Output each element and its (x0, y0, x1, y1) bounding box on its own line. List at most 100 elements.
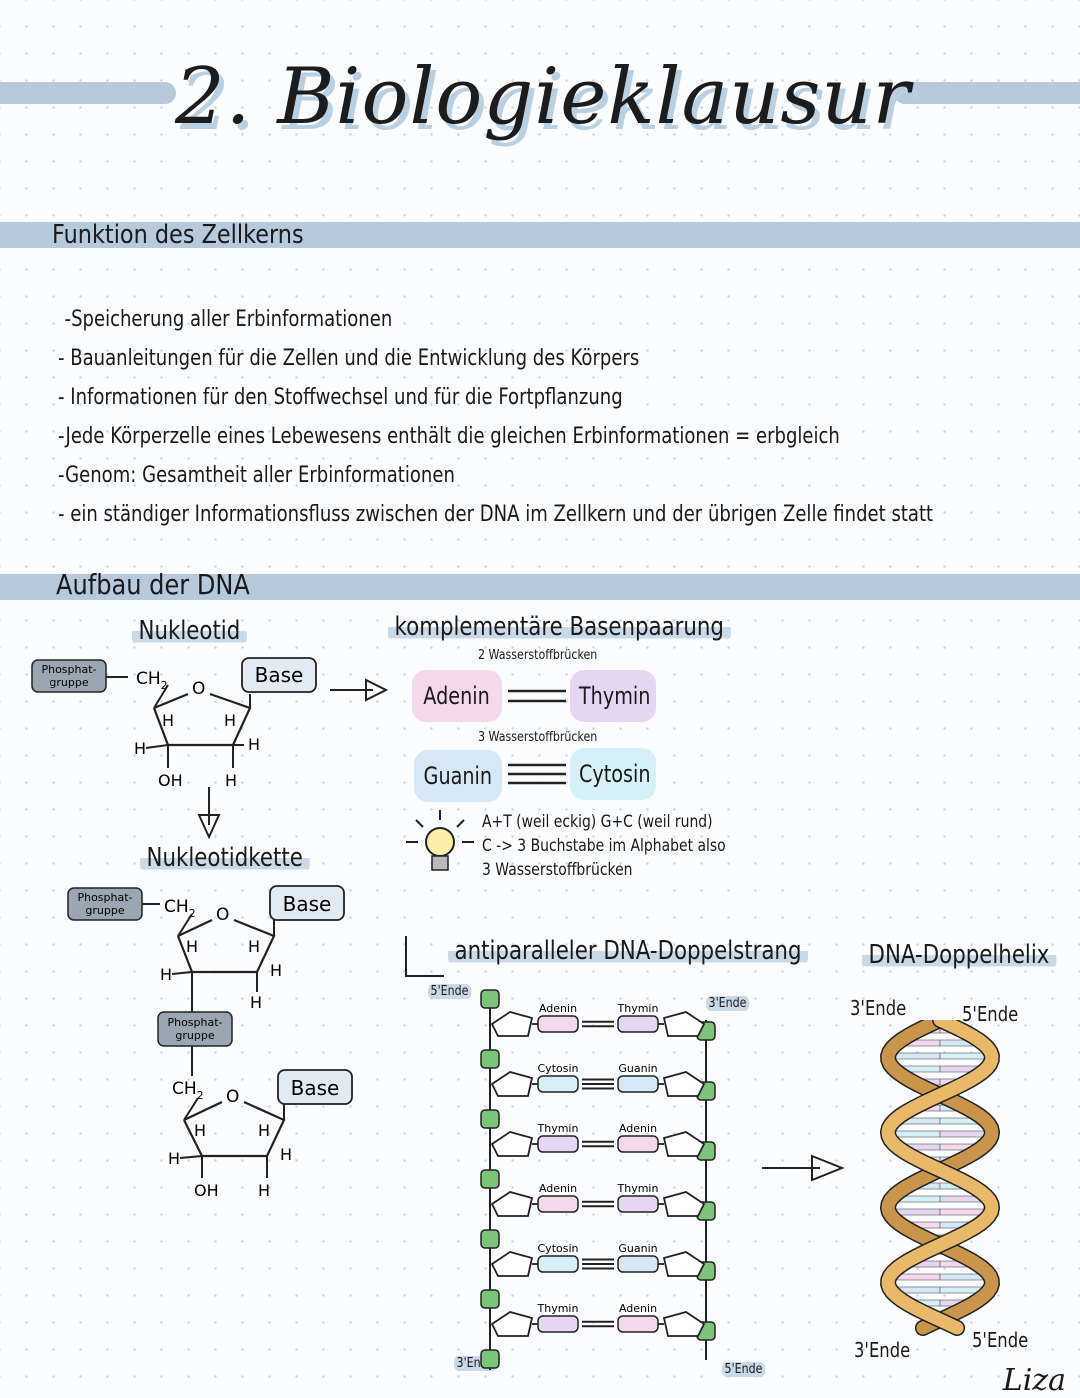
cytosin-label: Cytosin (578, 760, 651, 788)
base-pill-cytosin: Cytosin (570, 748, 656, 800)
base-box-left (537, 1075, 579, 1093)
ring-oxygen: O (192, 679, 205, 699)
triple-bond-icon (508, 763, 566, 785)
base-box-left (537, 1195, 579, 1213)
svg-text:Phosphat-: Phosphat- (77, 891, 132, 904)
sugar-pentagon-right (662, 1011, 706, 1037)
end-label-3-top: 3'Ende (706, 996, 749, 1011)
base-box-right (617, 1015, 659, 1033)
nukleotidkette-heading-text: Nukleotidkette (140, 843, 310, 873)
base-label-right: Thymin (617, 1002, 659, 1015)
phosphate-left (480, 1349, 500, 1369)
svg-text:gruppe: gruppe (85, 904, 124, 917)
title-underline-stroke (0, 82, 1080, 104)
base-box-right (617, 1075, 659, 1093)
dna-helix-illustration (879, 1020, 1001, 1336)
helix-end-label: 5'Ende (972, 1328, 1029, 1352)
phosphate-left (480, 1049, 500, 1069)
phosphate-left (480, 1289, 500, 1309)
sugar-pentagon-right (662, 1071, 706, 1097)
base-label-right: Adenin (619, 1302, 657, 1315)
nukleotidkette-heading: Nukleotidkette (140, 843, 310, 873)
base-box-right (617, 1135, 659, 1153)
h-bond-label-2: 2 Wasserstoffbrücken (478, 648, 598, 663)
base-box-left (537, 1315, 579, 1333)
ring-oxygen: O (216, 905, 229, 925)
phosphate-left (480, 1169, 500, 1189)
svg-text:H: H (186, 937, 198, 956)
h-label: H (225, 771, 237, 790)
base-label-left: Thymin (537, 1302, 579, 1315)
page-header: 2. Biologieklausur (0, 30, 1080, 160)
svg-text:H: H (168, 1149, 180, 1168)
phosphate-left (480, 989, 500, 1009)
hint-line: C -> 3 Buchstabe im Alphabet also (482, 836, 726, 856)
svg-text:OH: OH (194, 1181, 219, 1200)
base-label-right: Thymin (617, 1182, 659, 1195)
base-label-right: Guanin (618, 1242, 657, 1255)
end-label-5-bottom: 5'Ende (722, 1362, 765, 1377)
section-bar-dna (0, 574, 1080, 600)
svg-text:H: H (248, 937, 260, 956)
base-label-right: Adenin (619, 1122, 657, 1135)
base-box-right (617, 1315, 659, 1333)
svg-text:H: H (258, 1181, 270, 1200)
helix-end-label: 3'Ende (850, 996, 907, 1020)
base-label: Base (283, 892, 332, 916)
base-box-right (617, 1255, 659, 1273)
svg-text:H: H (194, 1121, 206, 1140)
sugar-pentagon-left (490, 1131, 534, 1157)
zellkern-bullet-list: -Speicherung aller Erbinformationen - Ba… (58, 300, 1080, 534)
base-pairing-hint: A+T (weil eckig) G+C (weil rund) C -> 3 … (482, 810, 779, 882)
base-label-left: Cytosin (538, 1242, 579, 1255)
helix-end-label: 3'Ende (854, 1338, 911, 1362)
base-pill-thymin: Thymin (570, 670, 656, 722)
base-label-left: Adenin (539, 1182, 577, 1195)
guanin-label: Guanin (423, 762, 493, 790)
base-label: Base (255, 663, 304, 687)
phosphat-box (157, 1011, 233, 1047)
h-label: H (224, 711, 236, 730)
sugar-pentagon-right (662, 1191, 706, 1217)
base-box-left (537, 1135, 579, 1153)
sugar-pentagon-right (662, 1311, 706, 1337)
arrow-right-icon (330, 678, 389, 702)
hint-line: A+T (weil eckig) G+C (weil rund) (482, 812, 713, 832)
doppelstrang-heading: antiparalleler DNA-Doppelstrang (448, 936, 809, 966)
h-label: H (134, 739, 146, 758)
end-label-5-top: 5'Ende (428, 984, 471, 999)
hint-line: 3 Wasserstoffbrücken (482, 860, 633, 880)
section-heading-dna: Aufbau der DNA (56, 568, 250, 601)
nukleotid-heading: Nukleotid (132, 616, 247, 646)
svg-text:Base: Base (291, 1076, 340, 1100)
sugar-pentagon-left (490, 1071, 534, 1097)
helix-heading: DNA-Doppelhelix (862, 940, 1056, 970)
thymin-label: Thymin (578, 682, 651, 710)
base-label-right: Guanin (618, 1062, 657, 1075)
svg-text:gruppe: gruppe (175, 1029, 214, 1042)
base-box-left (537, 1255, 579, 1273)
lightbulb-icon (406, 810, 474, 871)
svg-text:O: O (226, 1087, 239, 1107)
sugar-pentagon-right (662, 1131, 706, 1157)
svg-text:H: H (258, 1121, 270, 1140)
base-box-left (537, 1015, 579, 1033)
phosphate-left (480, 1229, 500, 1249)
adenin-label: Adenin (423, 682, 491, 710)
basenpaarung-heading: komplementäre Basenpaarung (388, 612, 731, 642)
sugar-pentagon-left (490, 1191, 534, 1217)
svg-text:CH2: CH2 (172, 1079, 204, 1102)
arrow-right-icon (762, 1154, 845, 1182)
base-pill-guanin: Guanin (414, 750, 502, 802)
helix-end-label: 5'Ende (962, 1002, 1019, 1026)
list-item: -Speicherung aller Erbinformationen (64, 307, 393, 332)
sugar-pentagon-left (490, 1311, 534, 1337)
base-pill-adenin: Adenin (412, 670, 502, 722)
base-label-left: Cytosin (538, 1062, 579, 1075)
basenpaarung-heading-text: komplementäre Basenpaarung (388, 612, 731, 642)
list-item: - ein ständiger Informationsfluss zwisch… (58, 502, 934, 527)
base-box (269, 885, 345, 921)
phosphate-left (480, 1109, 500, 1129)
page-title: 2. Biologieklausur (175, 52, 911, 142)
